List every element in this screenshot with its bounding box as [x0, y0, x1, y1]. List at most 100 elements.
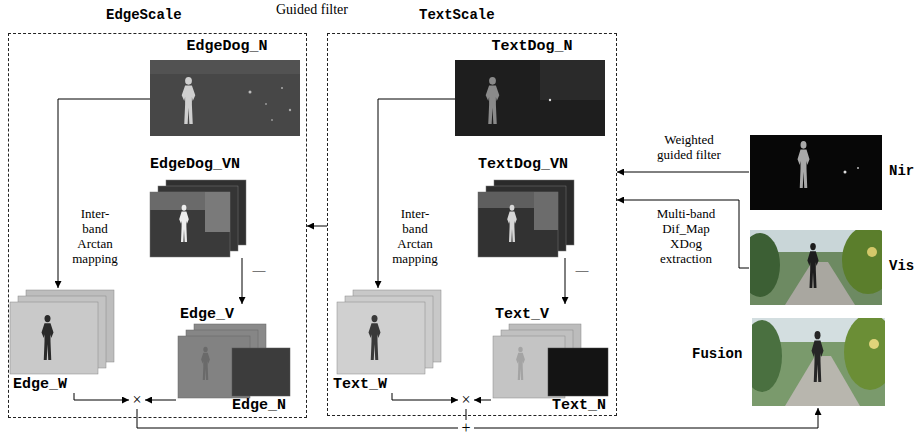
edge-label-box: Inter- band Arctan mapping	[68, 206, 122, 266]
person-figure	[182, 77, 196, 124]
note-box: Guided filter	[276, 2, 348, 17]
source-image: Nir	[749, 133, 917, 212]
image-stack: Edge_V	[176, 304, 268, 404]
image-label: EdgeDog_VN	[150, 156, 240, 173]
image-stack: Text_V	[491, 304, 583, 404]
image-sky	[150, 60, 300, 74]
textdog-vn-image	[478, 192, 558, 257]
image-label: EdgeDog_N	[150, 38, 304, 55]
connector	[145, 400, 176, 401]
image-stack: Text_W	[333, 288, 443, 393]
image-trees	[842, 230, 882, 294]
edge-label: Multi-band Dif_Map XDog extraction	[650, 206, 722, 266]
edgedog-vn-image	[150, 192, 230, 257]
image-label: Edge_N	[232, 397, 286, 414]
result-image: Fusion	[692, 316, 886, 408]
image-light	[869, 339, 879, 349]
connector	[242, 258, 243, 304]
text-n-image	[548, 348, 608, 396]
operator-symbol: ×	[458, 391, 474, 409]
edgedog-n-image	[150, 60, 300, 136]
nir-image	[750, 135, 882, 210]
text-w-image	[337, 302, 425, 374]
image-label: Nir	[889, 163, 914, 180]
connector	[137, 409, 458, 428]
person-figure	[812, 331, 824, 382]
speckle	[265, 103, 267, 105]
image-trees	[205, 192, 230, 232]
image-panel: Text_N	[546, 344, 612, 414]
image-label: Fusion	[692, 346, 742, 363]
edge-label-box: —	[250, 262, 268, 277]
connector	[617, 172, 749, 173]
speckle	[271, 119, 273, 121]
group-heading: TextScale	[419, 7, 495, 24]
image-light	[867, 247, 877, 257]
edge-label-box: Inter- band Arctan mapping	[388, 206, 442, 266]
scale-group: TextScaleTextDog_NTextDog_VNText_WText_V…	[327, 33, 617, 416]
connector	[474, 400, 491, 401]
edge-label: Inter- band Arctan mapping	[388, 206, 442, 266]
source-image: Vis	[749, 228, 917, 307]
image-stack: EdgeDog_VN	[148, 156, 248, 258]
person-figure	[201, 347, 210, 380]
operator-symbol: +	[458, 420, 474, 436]
connector	[392, 393, 458, 400]
edge-label-box: Multi-band Dif_Map XDog extraction	[650, 206, 722, 266]
person-figure	[42, 315, 54, 360]
textdog-n-image	[455, 60, 605, 136]
person-figure	[807, 243, 818, 288]
image-region	[540, 60, 605, 100]
image-trees	[534, 192, 558, 230]
connector	[617, 200, 749, 268]
image-panel: TextDog_N	[455, 38, 609, 136]
image-road	[785, 262, 855, 305]
edge-w-image	[10, 302, 98, 374]
person-figure	[179, 205, 189, 242]
image-hedge	[752, 320, 782, 392]
connector	[466, 409, 467, 420]
image-panel: Edge_N	[230, 344, 292, 414]
edge-label: Inter- band Arctan mapping	[68, 206, 122, 266]
image-label: Text_N	[552, 397, 606, 414]
image-label: Text_W	[333, 376, 387, 393]
image-hedge	[750, 233, 780, 297]
multiply-operator: ×	[129, 391, 145, 409]
image-trees	[844, 318, 885, 390]
operator-symbol: ×	[129, 391, 145, 409]
image-label: TextDog_N	[455, 38, 609, 55]
connector	[307, 226, 327, 227]
connector	[378, 99, 455, 288]
image-stack: Edge_W	[10, 288, 120, 393]
image-label: Text_V	[495, 306, 549, 323]
speckle	[549, 99, 551, 101]
edge-label-box: Weighted guided filter	[650, 132, 728, 162]
image-label: Edge_V	[180, 306, 234, 323]
speckle	[281, 87, 283, 89]
edge-label-box: —	[573, 262, 591, 277]
person-figure	[516, 347, 525, 380]
image-label: TextDog_VN	[478, 156, 568, 173]
sum-operator: +	[458, 420, 474, 436]
image-stack: TextDog_VN	[476, 156, 576, 258]
speckle	[249, 91, 252, 94]
multiply-operator: ×	[458, 391, 474, 409]
speckle	[289, 109, 291, 111]
scale-group: EdgeScaleEdgeDog_NEdgeDog_VNEdge_WEdge_V…	[8, 33, 307, 418]
connector	[474, 408, 818, 428]
edge-n-image	[232, 348, 290, 396]
image-panel: EdgeDog_N	[150, 38, 304, 136]
image-label: Edge_W	[13, 376, 67, 393]
group-heading: EdgeScale	[106, 7, 182, 24]
light-spot	[844, 171, 847, 174]
person-figure	[507, 205, 517, 242]
person-figure	[369, 315, 381, 360]
connector	[74, 393, 129, 400]
image-road	[785, 356, 860, 406]
edge-label: —	[250, 262, 268, 277]
person-figure	[486, 77, 500, 124]
connector	[58, 99, 150, 288]
